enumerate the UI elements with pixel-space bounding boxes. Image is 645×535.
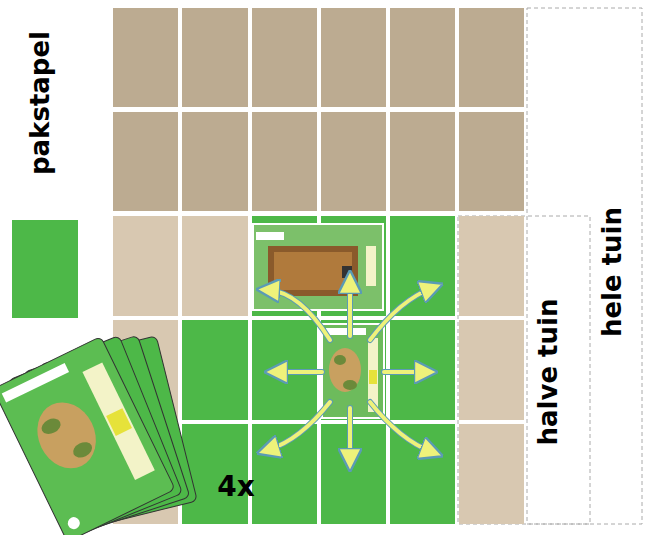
card-fan bbox=[0, 335, 197, 535]
pile-label: pakstapel bbox=[27, 31, 53, 175]
half-garden-label: halve tuin bbox=[535, 299, 561, 446]
placement-arrows bbox=[268, 282, 432, 460]
halve-tuin-bracket bbox=[458, 216, 590, 524]
whole-garden-label: hele tuin bbox=[599, 207, 625, 337]
hele-tuin-bracket bbox=[527, 8, 642, 524]
draw-pile-card bbox=[12, 220, 78, 318]
house-card bbox=[253, 224, 383, 310]
count-label: 4x bbox=[217, 473, 255, 501]
